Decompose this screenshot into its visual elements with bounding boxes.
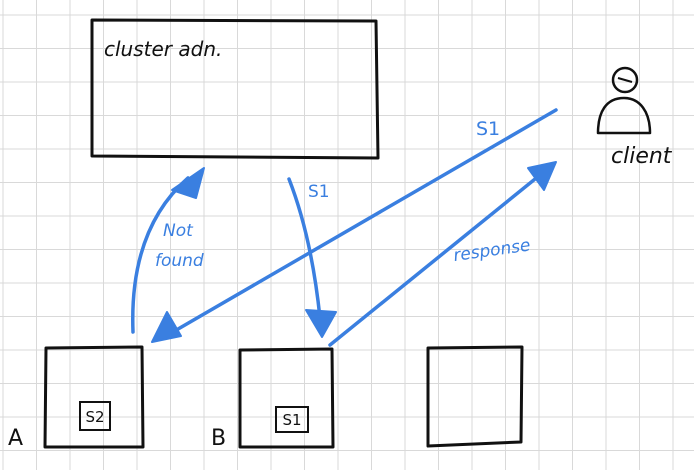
- person-icon: [596, 66, 652, 135]
- not-found-label-line2: found: [155, 251, 204, 271]
- node-b-shard-box: [275, 406, 309, 433]
- response-label: response: [452, 235, 532, 266]
- node-a: S2 A: [8, 345, 145, 451]
- node-a-shard-box: [79, 401, 111, 431]
- client-figure: client: [596, 66, 673, 169]
- node-a-shard-label: S2: [85, 408, 104, 426]
- s1-down-arrow: [287, 177, 337, 338]
- node-a-label: A: [8, 426, 23, 451]
- node-b-label: B: [211, 426, 226, 451]
- not-found-arrow: [131, 167, 205, 334]
- cluster-admin-label: cluster adn.: [104, 37, 222, 61]
- node-c: [426, 345, 524, 448]
- s1-client-to-a-arrow: [151, 108, 558, 343]
- response-arrow: [328, 161, 557, 347]
- not-found-label-line1: Not: [163, 221, 194, 241]
- s1-down-label: S1: [308, 182, 330, 202]
- s1-client-label: S1: [476, 118, 500, 140]
- cluster-admin-box: cluster adn.: [90, 18, 380, 160]
- node-b-shard-label: S1: [282, 411, 301, 429]
- node-b: S1 B: [211, 347, 335, 451]
- client-label: client: [611, 144, 673, 169]
